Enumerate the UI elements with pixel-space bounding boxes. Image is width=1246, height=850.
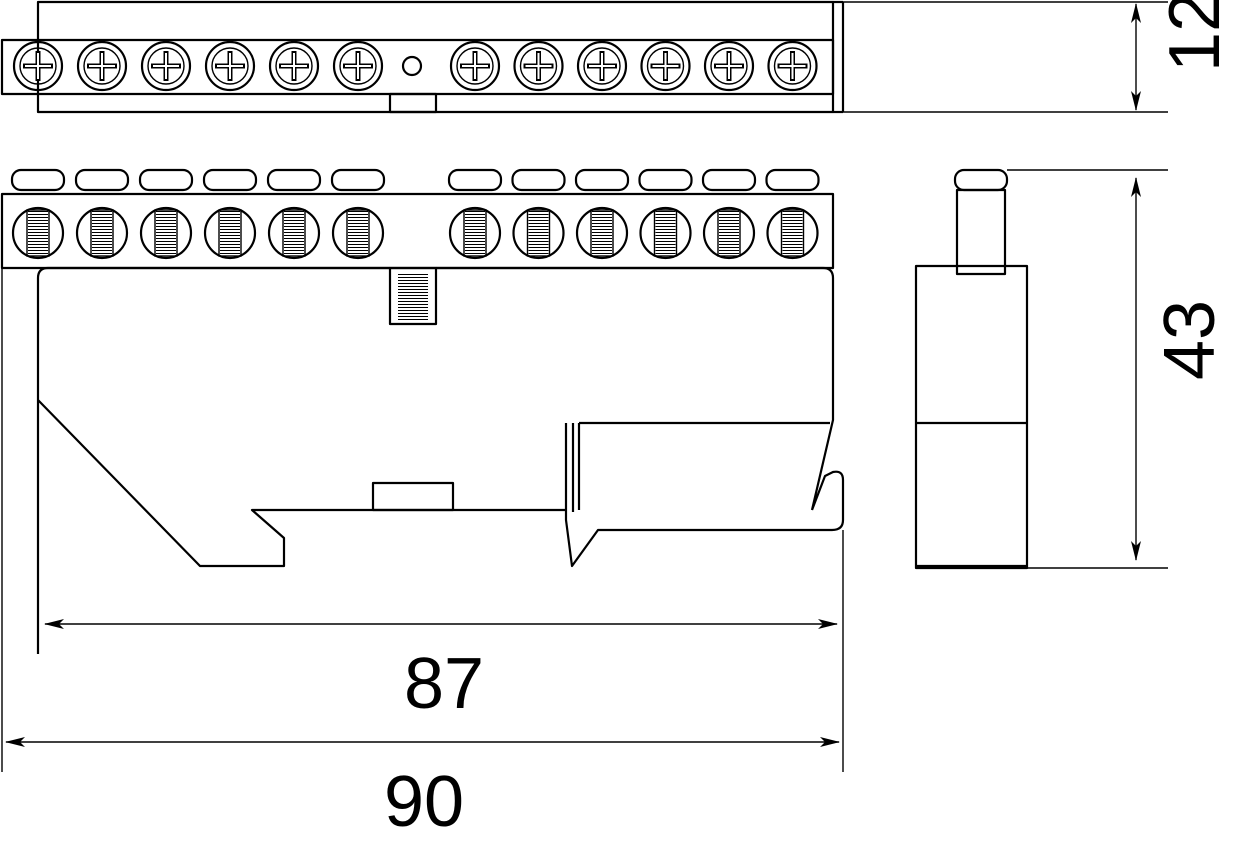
front-view (0, 168, 845, 772)
dimension-87: 87 (44, 619, 838, 724)
dimension-43-label: 43 (1150, 300, 1230, 380)
screw-head-icon (767, 40, 818, 92)
screw-head-icon (449, 40, 501, 92)
screw-head-icon (12, 40, 64, 92)
screw-cap (574, 168, 630, 192)
front-housing-outline (36, 266, 845, 654)
screw-head-icon (332, 40, 384, 92)
screw-cap (638, 168, 693, 192)
screw-head-icon (513, 40, 564, 92)
top-view-center-tab (388, 92, 438, 114)
screw-body-icon (331, 206, 385, 260)
screw-head-icon (576, 40, 628, 92)
center-screw-post (388, 266, 438, 326)
center-hole (401, 55, 423, 77)
center-screw-thread (398, 272, 428, 320)
screw-body-icon (639, 206, 692, 260)
screw-body-icon (11, 206, 65, 260)
screw-body-icon (575, 206, 629, 260)
screw-cap (511, 168, 566, 192)
screw-head-icon (640, 40, 691, 92)
screw-body-icon (267, 206, 321, 260)
screw-head-icon (703, 40, 755, 92)
screw-head-icon (204, 40, 256, 92)
screw-cap (765, 168, 820, 192)
screw-head-icon (140, 40, 192, 92)
screw-cap (701, 168, 757, 192)
dimension-90-label: 90 (384, 762, 464, 842)
screw-body-icon (75, 206, 129, 260)
screw-cap (202, 168, 258, 192)
dimension-12: 12 (843, 0, 1235, 113)
side-screw-cap (953, 168, 1009, 192)
side-housing (914, 264, 1029, 570)
dimension-12-label: 12 (1155, 0, 1235, 72)
side-view (914, 168, 1029, 570)
screw-body-icon (203, 206, 257, 260)
screw-body-icon (702, 206, 756, 260)
screw-cap (10, 168, 66, 192)
top-screw-heads (12, 40, 818, 92)
screw-head-icon (268, 40, 320, 92)
side-screw-shaft (955, 188, 1007, 276)
dimension-87-label: 87 (404, 644, 484, 724)
front-screw-caps (10, 168, 820, 192)
screw-cap (266, 168, 322, 192)
screw-body-icon (139, 206, 193, 260)
screw-cap (74, 168, 130, 192)
top-view (0, 0, 845, 114)
screw-cap (447, 168, 503, 192)
screw-body-icon (448, 206, 502, 260)
screw-body-icon (766, 206, 819, 260)
dimension-90: 90 (5, 737, 840, 842)
screw-cap (330, 168, 386, 192)
screw-cap (138, 168, 194, 192)
dimension-43: 43 (1007, 169, 1230, 569)
din-latch-slot (371, 481, 455, 512)
screw-body-icon (512, 206, 565, 260)
screw-head-icon (76, 40, 128, 92)
front-screw-bodies (11, 206, 819, 260)
